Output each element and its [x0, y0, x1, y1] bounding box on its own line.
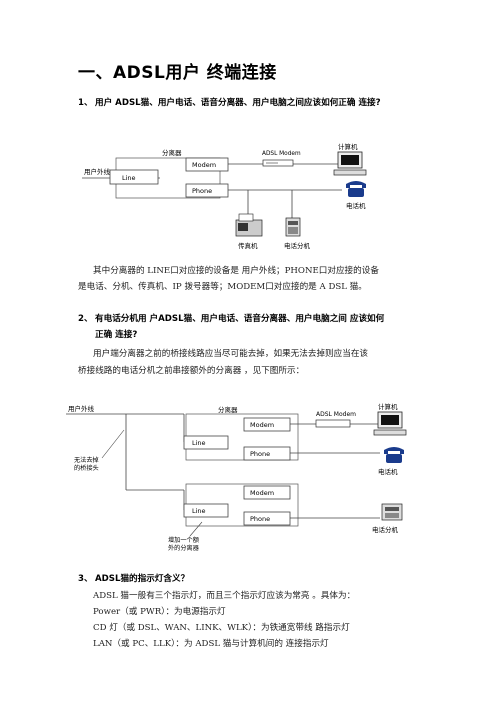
bridge-note-line-1: 无法去掉 [74, 456, 99, 464]
line-port-upper-label: Line [192, 439, 206, 447]
paragraph-3-line-1: ADSL 猫一般有三个指示灯，而且三个指示灯应该为常亮 。具体为： [93, 591, 356, 601]
user-line-label: 用户外线 [84, 167, 111, 176]
question-3-heading: ADSL猫的指示灯含义？ [95, 574, 190, 584]
splitter-label: 分离器 [162, 148, 182, 157]
paragraph-3-line-2: Power（或 PWR）：为电源指示灯 [93, 607, 226, 617]
modem-port-upper-label: Modem [250, 421, 274, 429]
phone-port-lower-label: Phone [250, 515, 270, 523]
fax-icon [235, 213, 263, 237]
phone-port-label: Phone [192, 187, 212, 195]
page-title: 一、ADSL用户 终端连接 [78, 63, 277, 83]
connection-diagram-1: 用户外线 分离器 Line Modem Phone ADSL Modem 计算机… [82, 142, 367, 250]
question-1-number: 1、 [78, 98, 93, 108]
question-3-number: 3、 [78, 574, 93, 584]
phone-port-lower [243, 511, 291, 526]
line-port-label: Line [122, 174, 136, 182]
question-2-heading-line-2: 正确 连接? [95, 330, 138, 340]
modem-port-upper [243, 417, 291, 432]
extension-label: 电话分机 [284, 241, 311, 250]
phone-port [185, 183, 229, 198]
user-line-label-2: 用户外线 [68, 404, 95, 413]
line-port-upper [183, 435, 229, 450]
modem-port-label: Modem [192, 161, 216, 169]
computer-icon [333, 151, 367, 176]
extension-phone-icon [285, 217, 301, 237]
question-2-number: 2、 [78, 314, 93, 324]
fax-label: 传真机 [238, 241, 258, 250]
modem-port-lower [243, 485, 291, 500]
extension-phone-icon-2 [381, 503, 403, 521]
splitter-label-2: 分离器 [218, 405, 238, 414]
paragraph-2-line-1: 用户端分离器之前的桥接线路应当尽可能去掉，如果无法去掉则应当在该 [93, 349, 369, 359]
paragraph-1-line-2: 是电话、分机、传真机、IP 拨号器等；MODEM口对应接的是 A DSL 猫。 [78, 282, 367, 292]
question-1-heading: 用户 ADSL猫、用户电话、语音分离器、用户电脑之间应该如何正确 连接? [95, 98, 381, 108]
extra-splitter-note-line-1: 增加一个额 [168, 536, 200, 544]
line-port-lower-label: Line [192, 507, 206, 515]
extension-label-2: 电话分机 [372, 525, 399, 534]
computer-label: 计算机 [338, 142, 358, 151]
computer-icon-2 [373, 411, 407, 436]
modem-port [185, 157, 229, 172]
modem-port-lower-label: Modem [250, 489, 274, 497]
adsl-modem-label-2: ADSL Modem [316, 411, 356, 418]
adsl-modem-label: ADSL Modem [262, 151, 301, 157]
question-2-heading-line-1: 有电话分机用 户ADSL猫、用户电话、语音分离器、用户电脑之间 应该如何 [95, 314, 385, 324]
telephone-label: 电话机 [346, 201, 366, 210]
extra-splitter-note-line-2: 外的分离器 [168, 544, 200, 552]
computer-label-2: 计算机 [378, 402, 398, 411]
paragraph-3-line-4: LAN（或 PC、LLK）：为 ADSL 猫与计算机间的 连接指示灯 [93, 639, 329, 649]
telephone-icon [346, 181, 366, 197]
paragraph-3-line-3: CD 灯（或 DSL、WAN、LINK、WLK）：为铁通宽带线 路指示灯 [93, 623, 350, 633]
line-port [109, 169, 159, 185]
bridge-note-line-2: 的桥接头 [74, 464, 99, 472]
phone-port-upper-label: Phone [250, 450, 270, 458]
paragraph-2-line-2: 桥接线路的电话分机之前串接额外的分离器 ，见下图所示： [78, 366, 305, 376]
connection-diagram-2: 用户外线 分离器 Line Modem Phone ADSL Modem 计算机… [66, 402, 407, 552]
paragraph-1-line-1: 其中分离器的 LINE口对应接的设备是 用户外线；PHONE口对应接的设备 [93, 266, 379, 276]
line-port-lower [183, 503, 229, 518]
adsl-modem-icon-2 [315, 419, 351, 428]
telephone-icon-2 [384, 447, 404, 463]
phone-port-upper [243, 446, 291, 461]
telephone-label-2: 电话机 [378, 467, 398, 476]
